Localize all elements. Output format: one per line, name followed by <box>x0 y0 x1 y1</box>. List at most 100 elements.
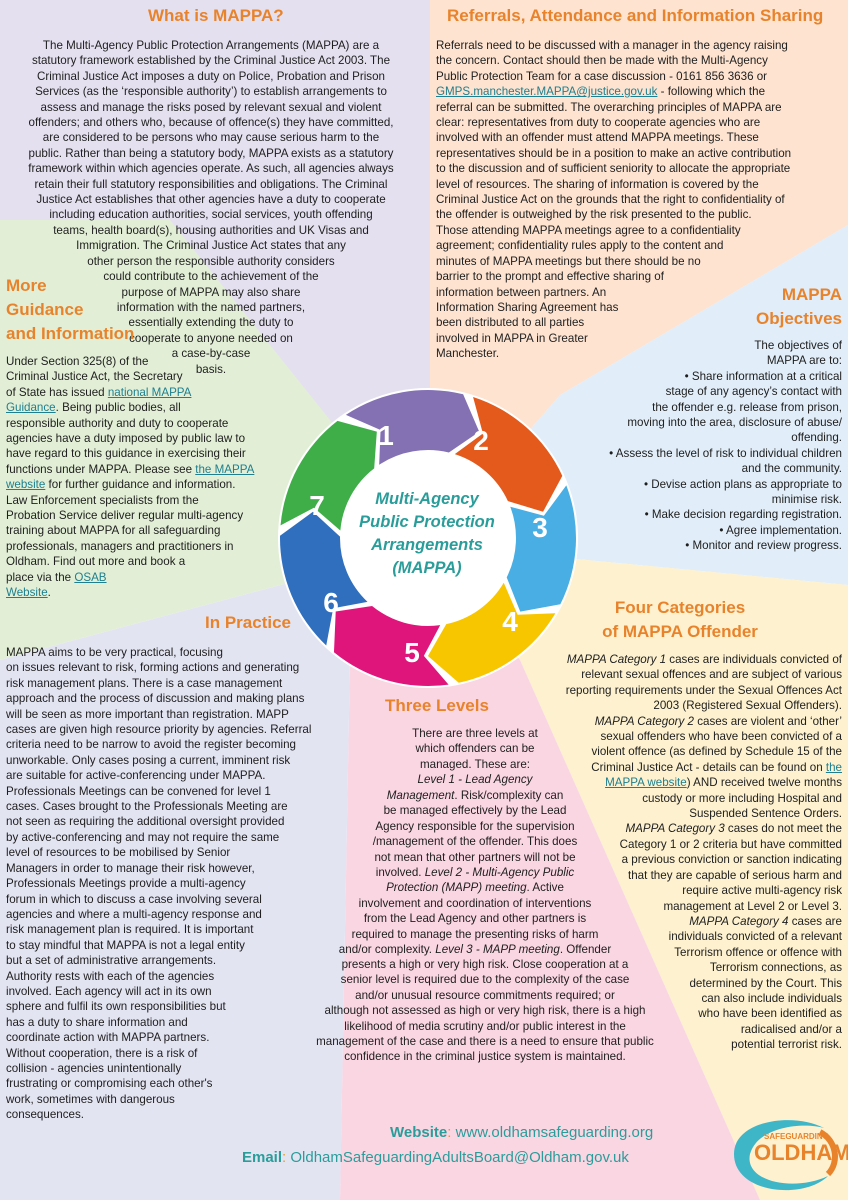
referrals-text: Referrals need to be discussed with a ma… <box>436 38 846 362</box>
text-line: and/or unusual resource commitments requ… <box>355 988 615 1002</box>
separator: : <box>447 1124 456 1141</box>
text-line: framework within which agencies operate.… <box>28 162 394 176</box>
text-line: to stay mindful that MAPPA is not a lega… <box>6 938 245 952</box>
text-line: reporting requirements under the Sexual … <box>565 683 842 697</box>
text-fragment: cases are individuals convicted of <box>666 653 842 666</box>
text-line: confidence in the criminal justice syste… <box>344 1050 626 1064</box>
text-line: Professionals Meetings can be convened f… <box>6 784 271 798</box>
segment-number-2: 2 <box>473 425 489 456</box>
email-label: Email <box>242 1149 283 1166</box>
email-link[interactable]: OldhamSafeguardingAdultsBoard@Oldham.gov… <box>290 1149 629 1166</box>
osab-website-link-cont[interactable]: Website <box>6 586 48 600</box>
mappa-website-link[interactable]: the MAPPA <box>195 462 255 476</box>
text-line: Oldham. Find out more and book a <box>6 555 186 569</box>
text-line: are considered to be persons who may cau… <box>42 131 380 145</box>
text-line: Category 1 or 2 criteria but have commit… <box>619 837 842 851</box>
text-line: Information Sharing Agreement has <box>436 300 619 314</box>
levels-text: Management. Risk/complexity can be manag… <box>300 788 650 957</box>
text-line: be managed effectively by the Lead <box>383 804 567 818</box>
text-line: relevant sexual offences and are subject… <box>581 668 842 682</box>
text-line: work, sometimes with dangerous <box>6 1092 175 1106</box>
text-line: Criminal Justice Act imposes a duty on P… <box>37 69 385 83</box>
text-line: agreement; confidentiality rules apply t… <box>436 239 724 253</box>
text-line: potential terrorist risk. <box>731 1038 842 1052</box>
objective-item: and the community. <box>741 462 842 476</box>
center-title-line: Arrangements <box>371 536 483 554</box>
text-fragment: and/or complexity. <box>338 943 436 957</box>
text-line: Agency responsible for the supervision <box>375 819 575 833</box>
objective-item: the offender e.g. release from prison, <box>652 400 842 414</box>
objective-item: • Make decision regarding registration. <box>644 508 842 522</box>
mappa-email-link[interactable]: GMPS.manchester.MAPPA@justice.gov.uk <box>436 85 658 99</box>
segment-number-7: 7 <box>309 490 325 521</box>
categories-heading: Four Categories of MAPPA Offender <box>560 596 800 644</box>
levels-text-top: There are three levels at which offender… <box>340 726 610 788</box>
text-line: Professionals Meetings provide a multi-a… <box>6 877 246 891</box>
separator: : <box>282 1149 291 1166</box>
text-line: violent offence (as defined by Schedule … <box>591 745 842 759</box>
mappa-website-link-2[interactable]: the <box>825 760 842 774</box>
text-fragment: . Being public bodies, all <box>55 401 181 415</box>
text-line: representatives should be in a position … <box>436 146 792 160</box>
text-line: Suspended Sentence Orders. <box>689 807 842 821</box>
objective-item: • Monitor and review progress. <box>685 539 842 553</box>
text-line: which offenders can be <box>415 742 535 756</box>
objective-item: moving into the area, disclosure of abus… <box>627 416 842 430</box>
text-line: responsible authority and duty to cooper… <box>6 416 229 430</box>
practice-panel-bg <box>0 545 430 1200</box>
text-line: agencies have a duty imposed by public l… <box>6 432 246 446</box>
text-line: Managers in order to manage their risk h… <box>6 861 255 875</box>
text-line: minutes of MAPPA meetings but there shou… <box>436 254 701 268</box>
text-line: Law Enforcement specialists from the <box>6 493 199 507</box>
text-fragment: . <box>47 586 51 600</box>
text-line: The Multi-Agency Public Protection Arran… <box>42 39 380 52</box>
text-fragment: . Active <box>526 881 564 895</box>
center-title-line: Multi-Agency <box>375 490 479 508</box>
text-line: level of resources. The sharing of infor… <box>436 177 759 191</box>
national-mappa-guidance-link-cont[interactable]: Guidance <box>6 401 56 415</box>
practice-heading: In Practice <box>205 613 291 632</box>
level-1-label-cont: Management <box>386 789 455 802</box>
text-line: risk management plan is required. It is … <box>6 923 254 937</box>
logo-bottom-text: OLDHAM <box>754 1140 848 1165</box>
text-line: are suitable for active-conferencing und… <box>6 769 266 783</box>
osab-website-link[interactable]: OSAB <box>74 570 107 584</box>
text-line: although not assessed as high or very hi… <box>324 1004 646 1018</box>
objective-item: • Agree implementation. <box>719 523 842 537</box>
text-line: sphere and fulfil its own responsibiliti… <box>6 1000 226 1014</box>
mappa-website-link-cont[interactable]: website <box>6 478 46 492</box>
levels-heading: Three Levels <box>385 696 489 715</box>
text-line: Referrals need to be discussed with a ma… <box>436 39 788 52</box>
levels-panel-bg <box>340 545 760 1200</box>
text-line: training about MAPPA for all safeguardin… <box>6 524 221 538</box>
practice-text: MAPPA aims to be very practical, focusin… <box>6 645 366 1123</box>
level-2-label-cont: Protection (MAPP) meeting <box>386 881 527 895</box>
segment-number-4: 4 <box>502 606 518 637</box>
text-line: from the Lead Agency and other partners … <box>363 912 587 926</box>
text-line: but a set of administrative arrangements… <box>6 954 217 968</box>
text-fragment: Criminal Justice Act - details can be fo… <box>591 760 826 774</box>
text-line: have regard to this guidance in exercisi… <box>6 447 246 461</box>
logo-top-text: SAFEGUARDING <box>764 1132 829 1141</box>
text-line: including education authorities, social … <box>49 208 373 222</box>
text-line: consequences. <box>6 1108 84 1122</box>
text-line: MAPPA aims to be very practical, focusin… <box>6 646 223 659</box>
text-line: frustrating or compromising each other's <box>6 1077 213 1091</box>
website-link[interactable]: www.oldhamsafeguarding.org <box>455 1124 654 1141</box>
category-4-label: MAPPA Category 4 <box>689 914 789 928</box>
segment-5 <box>333 605 449 686</box>
national-mappa-guidance-link[interactable]: national MAPPA <box>107 385 192 399</box>
website-label: Website <box>390 1124 448 1141</box>
text-line: custody or more including Hospital and <box>642 791 842 805</box>
text-line: retain their full statutory responsibili… <box>34 177 388 191</box>
text-fragment: functions under MAPPA. Please see <box>6 462 196 476</box>
text-line: determined by the Court. This <box>689 976 842 990</box>
text-line: required to manage the presenting risks … <box>351 927 599 941</box>
mappa-website-link-2-cont[interactable]: MAPPA website <box>605 776 687 790</box>
text-line: require active multi-agency risk <box>682 884 842 898</box>
text-line: approach and the process of discussion a… <box>6 692 305 706</box>
heading-line: MAPPA <box>781 285 842 304</box>
referrals-panel-bg <box>430 0 848 545</box>
text-line: Those attending MAPPA meetings agree to … <box>436 223 741 237</box>
text-line: /management of the offender. This does <box>372 835 578 849</box>
